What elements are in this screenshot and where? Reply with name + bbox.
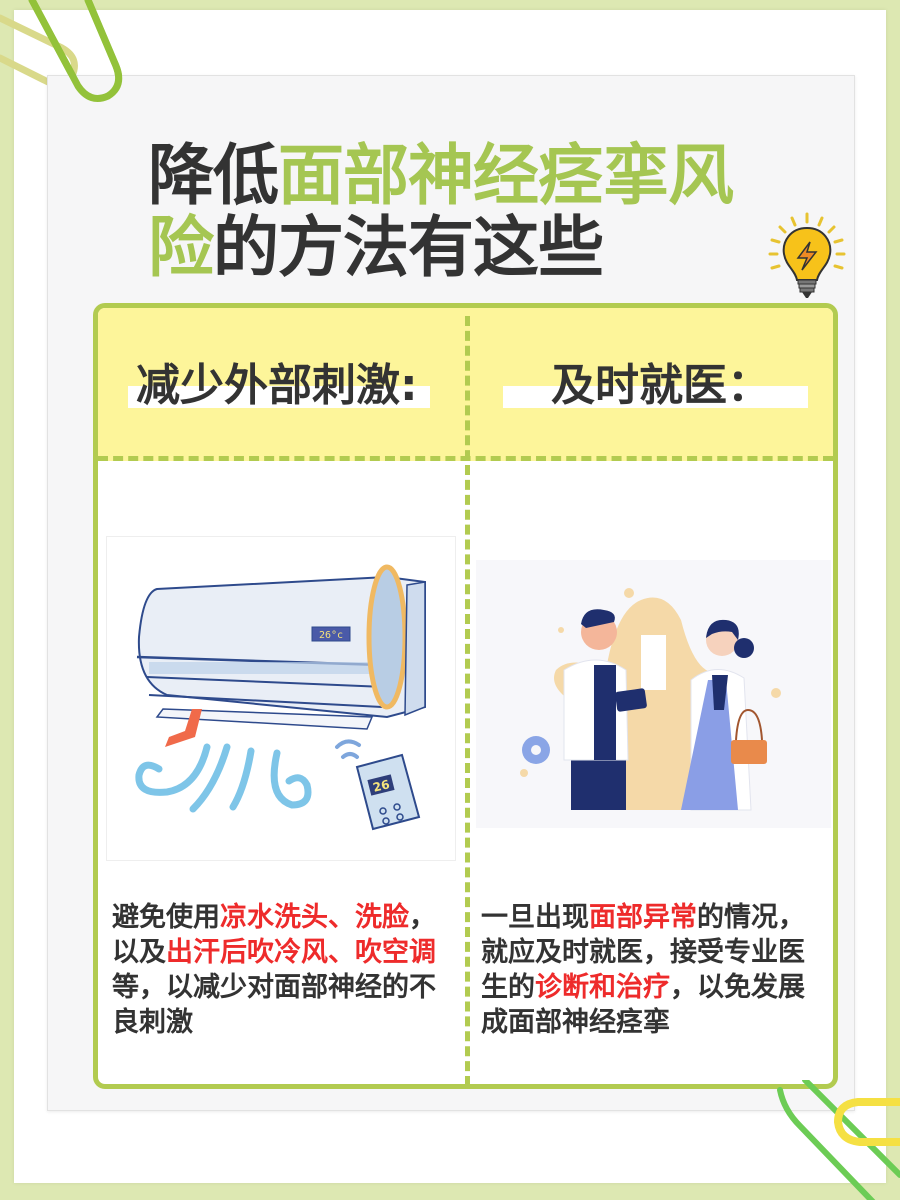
title-highlight: 面部神经痉挛风 [278,137,734,214]
column-divider [465,316,470,1084]
ac-display-text: 26°c [319,630,343,641]
desc-text: 的情况，就应及时就医，接受专业医生的 [481,902,805,1003]
tips-table: 减少外部刺激: 及时就医： 26°c [93,303,838,1089]
title-highlight-2: 险 [148,209,214,286]
title-part2: 的方法有这些 [213,209,604,286]
tip-description-see-doctor: 一旦出现面部异常的情况，就应及时就医，接受专业医生的诊断和治疗，以免发展成面部神… [481,900,826,1040]
page-title: 降低面部神经痉挛风 险的方法有这些 [148,140,788,284]
desc-text: 等，以减少对面部神经的不良刺激 [112,972,436,1038]
title-part1: 降低 [148,137,279,214]
tip-description-external-stimulation: 避免使用凉水洗头、洗脸，以及出汗后吹冷风、吹空调等，以减少对面部神经的不良刺激 [112,900,457,1040]
lightbulb-icon [768,212,846,298]
remote-display-text: 26 [371,777,391,795]
desc-emphasis: 面部异常 [589,902,697,933]
column-heading-external-stimulation: 减少外部刺激: [136,360,418,411]
desc-text: ，以免发展成面部神经痉挛 [481,972,805,1038]
air-conditioner-illustration: 26°c 26 [106,536,456,861]
desc-text: ，以及 [112,902,436,968]
column-heading-see-doctor: 及时就医： [551,360,771,411]
desc-emphasis: 出汗后吹冷风、吹空调 [166,937,436,968]
desc-emphasis: 凉水洗头、洗脸 [220,902,409,933]
desc-text: 一旦出现 [481,902,589,933]
desc-text: 避免使用 [112,902,220,933]
heading-underline [503,386,808,408]
heading-underline [128,386,430,408]
desc-emphasis: 诊断和治疗 [535,972,670,1003]
doctors-illustration [476,560,831,828]
